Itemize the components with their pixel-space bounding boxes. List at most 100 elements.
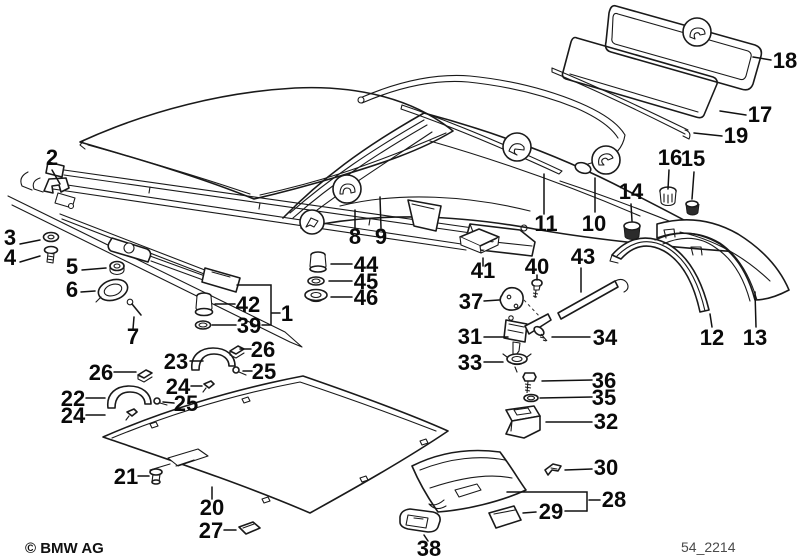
clip-detail-callout-3 — [502, 132, 532, 162]
part-label-24-upper: 24 — [166, 374, 191, 399]
part-labels: 2 3 4 5 6 7 8 9 44 45 46 42 39 1 26 23 2… — [4, 48, 797, 559]
screw-part-36 — [522, 372, 537, 394]
screw-part-25-left — [153, 397, 168, 406]
roof-panel-part-13 — [654, 219, 790, 302]
part-label-20: 20 — [200, 495, 224, 520]
clip-detail-callout-1 — [299, 209, 325, 235]
pin-part-7 — [126, 298, 142, 316]
part-label-34: 34 — [593, 325, 618, 350]
part-label-37: 37 — [459, 289, 483, 314]
part-label-46: 46 — [354, 285, 378, 310]
sunroof-rails — [32, 161, 536, 257]
part-label-40: 40 — [525, 254, 549, 279]
roof-panel-shape — [79, 86, 454, 200]
washer-part-45 — [307, 276, 325, 286]
grommet-part-6 — [95, 278, 129, 303]
part-label-43: 43 — [571, 244, 595, 269]
catch-part-32 — [505, 405, 541, 439]
latch-part-31 — [503, 313, 552, 356]
part-label-22: 22 — [61, 386, 85, 411]
part-label-42: 42 — [236, 292, 260, 317]
molding-part-11 — [400, 104, 563, 175]
grab-handle-22 — [107, 385, 152, 409]
part-label-32: 32 — [594, 409, 618, 434]
part-label-26-left: 26 — [89, 360, 113, 385]
part-label-24-lower: 24 — [61, 403, 86, 428]
part-label-5: 5 — [66, 254, 78, 279]
buffer-part-42 — [194, 292, 214, 317]
part-label-21: 21 — [114, 464, 138, 489]
clip-part-24-lower — [125, 408, 138, 421]
part-label-6: 6 — [66, 277, 78, 302]
part-label-29: 29 — [539, 499, 563, 524]
bolt-part-4 — [43, 245, 59, 264]
interior-lamp-38 — [399, 508, 441, 533]
part-label-41: 41 — [471, 258, 495, 283]
part-label-8: 8 — [349, 224, 361, 249]
clip-part-26-right — [229, 345, 245, 359]
part-label-25-right: 25 — [252, 359, 276, 384]
roof-arch-part-12 — [609, 237, 710, 313]
clip-part-24-upper — [202, 380, 215, 393]
clip-detail-callout-2 — [332, 174, 362, 204]
buffer-part-44 — [309, 251, 327, 273]
plate-part-29 — [488, 505, 522, 529]
screw-part-40 — [531, 278, 543, 299]
plate-part-37 — [499, 286, 524, 311]
clip-part-26-left — [137, 369, 153, 383]
oring-part-39 — [194, 320, 212, 330]
grommet-part-33 — [502, 353, 532, 373]
part-label-33: 33 — [458, 350, 482, 375]
pin-part-21 — [149, 468, 163, 485]
screw-part-25-right — [232, 366, 247, 376]
part-label-36: 36 — [592, 368, 616, 393]
rear-headliner-piece — [411, 449, 527, 513]
leader-lines — [19, 56, 772, 542]
strip-part-43 — [557, 278, 629, 320]
part-label-11: 11 — [534, 211, 557, 236]
part-label-38: 38 — [417, 536, 441, 559]
rear-window-glass-17 — [561, 36, 718, 119]
part-label-30: 30 — [594, 455, 618, 480]
rear-window-seal-18 — [604, 4, 763, 91]
part-label-9: 9 — [375, 224, 387, 249]
part-label-45: 45 — [354, 269, 378, 294]
part-label-15: 15 — [681, 146, 705, 171]
clip-part-2 — [43, 177, 70, 194]
part-label-19: 19 — [724, 123, 748, 148]
part-label-26-right: 26 — [251, 337, 275, 362]
screw-part-34 — [533, 325, 548, 342]
part-label-23: 23 — [164, 349, 188, 374]
part-label-31: 31 — [458, 324, 482, 349]
clip-part-27 — [238, 521, 261, 535]
part-label-3: 3 — [4, 225, 16, 250]
part-label-10: 10 — [582, 211, 606, 236]
assembly-axis-dashed — [523, 299, 542, 319]
part-label-44: 44 — [354, 252, 379, 277]
part-label-16: 16 — [658, 145, 682, 170]
part-label-12: 12 — [700, 325, 724, 350]
part-label-28: 28 — [602, 487, 626, 512]
grab-handle-23 — [191, 347, 236, 371]
part-label-18: 18 — [773, 48, 797, 73]
washer-part-35 — [523, 393, 539, 403]
part-label-13: 13 — [743, 325, 767, 350]
part-label-1: 1 — [281, 301, 293, 326]
grommet-part-46 — [304, 288, 328, 303]
sunroof-frame-assembly — [7, 171, 303, 348]
grommet-part-16 — [659, 186, 677, 207]
clip-detail-callout-4 — [591, 145, 621, 175]
part-label-7: 7 — [127, 324, 139, 349]
copyright-text: © BMW AG — [25, 540, 104, 557]
headliner-panel-20 — [102, 375, 449, 514]
part-label-14: 14 — [619, 179, 644, 204]
part-label-4: 4 — [4, 245, 17, 270]
clip-detail-callout-5 — [682, 17, 712, 47]
part-label-17: 17 — [748, 102, 772, 127]
part-label-39: 39 — [237, 313, 261, 338]
nut-part-5 — [109, 260, 125, 276]
grommet-part-15 — [685, 200, 700, 216]
part-label-25-left: 25 — [174, 391, 198, 416]
